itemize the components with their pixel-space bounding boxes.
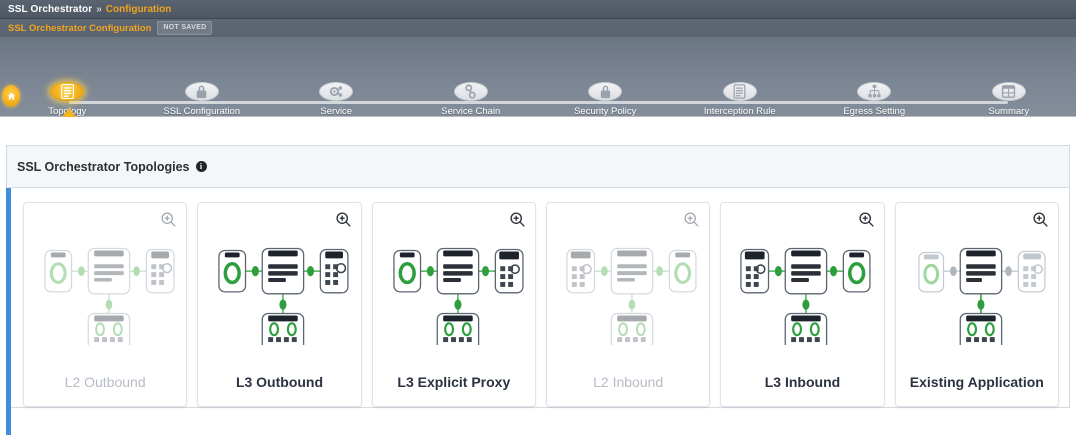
wizard-step-service[interactable]: Service <box>269 37 404 117</box>
topology-card-label: L2 Outbound <box>64 374 146 390</box>
zoom-in-icon[interactable] <box>335 211 352 228</box>
zoom-in-icon[interactable] <box>509 211 526 228</box>
topology-diagram <box>903 217 1051 345</box>
wizard-step-label: Egress Setting <box>843 106 906 117</box>
info-icon[interactable]: i <box>195 161 207 172</box>
panel-title: SSL Orchestrator Topologies <box>17 159 190 174</box>
wizard-step-summary[interactable]: Summary <box>942 37 1076 117</box>
wizard-step-label: Summary <box>988 106 1030 117</box>
topology-card-label: L3 Outbound <box>235 374 324 390</box>
breadcrumb-separator: » <box>96 3 102 15</box>
topologies-panel: SSL Orchestrator Topologies i <box>6 145 1070 435</box>
topology-card-l2-outbound[interactable]: L2 Outbound <box>23 202 188 407</box>
topology-card-l3-outbound[interactable]: L3 Outbound <box>197 202 362 407</box>
padlock-icon <box>588 82 623 101</box>
topology-card-label: L3 Explicit Proxy <box>397 374 511 390</box>
wizard-step-label: Interception Rule <box>703 106 776 117</box>
zoom-in-icon[interactable] <box>858 211 875 228</box>
gear-nodes-icon <box>319 82 354 101</box>
configuration-title-bar: SSL Orchestrator Configuration NOT SAVED <box>0 19 1076 37</box>
wizard-step-label: Service <box>320 106 353 117</box>
zoom-in-icon[interactable] <box>1032 211 1049 228</box>
wizard-step-label: Security Policy <box>574 106 637 117</box>
topology-diagram <box>554 217 702 345</box>
topology-card-label: Existing Application <box>909 374 1044 390</box>
wizard-step-bar: Topology SSL Configuration <box>0 37 1076 117</box>
hierarchy-icon <box>857 82 892 101</box>
topology-card-l3-inbound[interactable]: L3 Inbound <box>720 202 885 407</box>
home-icon[interactable] <box>2 85 20 107</box>
breadcrumb-bar: SSL Orchestrator » Configuration <box>0 0 1076 19</box>
breadcrumb-current[interactable]: Configuration <box>105 3 172 15</box>
topology-diagram <box>380 217 528 345</box>
wizard-progress-track <box>69 101 1008 104</box>
wizard-step-label: SSL Configuration <box>163 106 241 117</box>
lock-icon <box>184 82 219 101</box>
wizard-step-egress-setting[interactable]: Egress Setting <box>807 37 942 117</box>
topology-card-label: L2 Inbound <box>593 374 664 390</box>
page-body: SSL Orchestrator Topologies i <box>0 117 1076 435</box>
wizard-step-topology[interactable]: Topology <box>0 37 135 117</box>
wizard-steps: Topology SSL Configuration <box>0 37 1076 117</box>
zoom-in-icon[interactable] <box>683 211 700 228</box>
wizard-step-security-policy[interactable]: Security Policy <box>538 37 673 117</box>
panel-header: SSL Orchestrator Topologies i <box>7 146 1069 188</box>
active-step-pointer <box>62 108 76 117</box>
breadcrumb-root[interactable]: SSL Orchestrator <box>8 3 93 15</box>
topology-diagram <box>31 217 179 345</box>
topology-card-l2-inbound[interactable]: L2 Inbound <box>545 202 711 407</box>
list-lines-icon <box>722 82 757 101</box>
list-lines-icon <box>50 82 85 101</box>
panel-accent-bar <box>6 188 11 435</box>
topology-card-l3-explicit-proxy[interactable]: L3 Explicit Proxy <box>371 202 536 407</box>
status-badge: NOT SAVED <box>157 21 213 35</box>
topology-card-label: L3 Inbound <box>764 374 841 390</box>
wizard-step-label: Service Chain <box>441 106 501 117</box>
topology-card-existing-application[interactable]: Existing Application <box>894 202 1059 407</box>
chain-link-icon <box>453 82 488 101</box>
wizard-step-interception-rule[interactable]: Interception Rule <box>673 37 808 117</box>
table-icon <box>991 82 1026 101</box>
topology-diagram <box>205 217 353 345</box>
page-title: SSL Orchestrator Configuration <box>8 22 152 34</box>
wizard-step-ssl-configuration[interactable]: SSL Configuration <box>135 37 270 117</box>
topology-diagram <box>728 217 876 345</box>
topology-cards: L2 Outbound <box>7 188 1069 407</box>
zoom-in-icon[interactable] <box>160 211 177 228</box>
wizard-step-service-chain[interactable]: Service Chain <box>404 37 539 117</box>
